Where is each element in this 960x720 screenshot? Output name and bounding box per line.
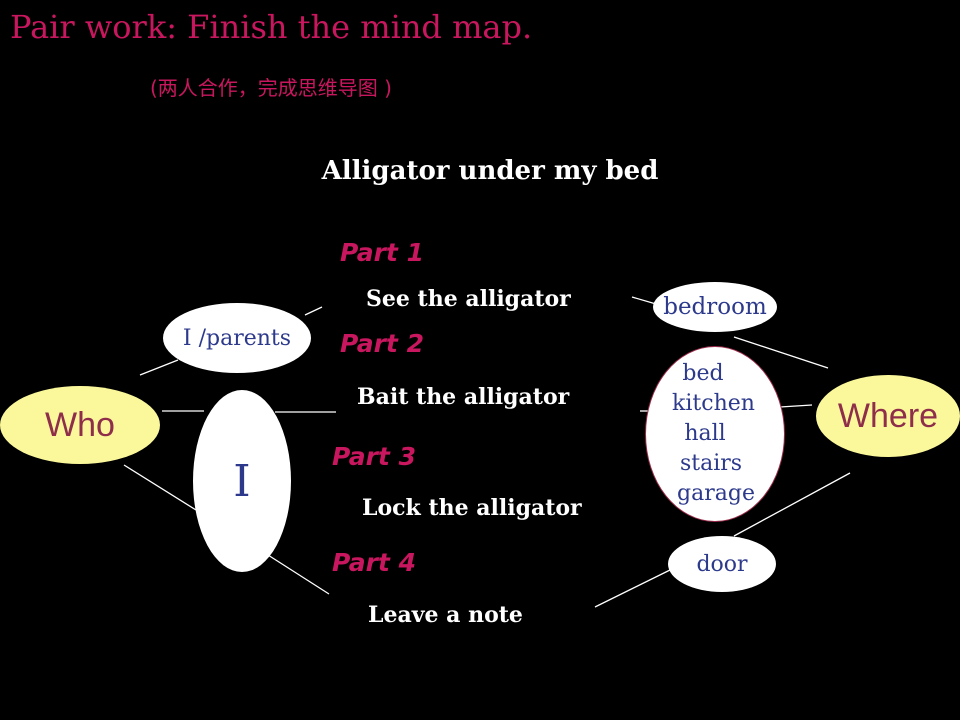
connector-part1-bedroom [631,296,657,305]
part-3-label: Part 3 [332,442,416,471]
part-4-action: Leave a note [368,602,523,628]
part-1-label: Part 1 [340,238,424,267]
connector-who-i-lower [123,464,197,511]
slide-subtitle: (两人合作，完成思维导图 ) [150,76,392,100]
connector-part4-door [594,569,671,608]
place-item: bed [682,361,724,386]
who-label: Who [45,405,115,444]
i-label: I [233,455,251,507]
connector-places-where [779,404,813,408]
who-node: Who [0,386,160,464]
part-2-action: Bait the alligator [357,384,570,410]
parents-node: I /parents [163,303,311,373]
place-item: garage [677,481,755,506]
connector-bedroom-where [733,336,829,369]
part-3-action: Lock the alligator [362,495,582,521]
place-item: kitchen [672,391,755,416]
part-1-action: See the alligator [366,286,571,312]
places-node: bed kitchen hall stairs garage [645,346,785,522]
door-label: door [696,551,748,577]
bedroom-node: bedroom [653,282,777,332]
where-label: Where [837,396,939,435]
place-item: stairs [679,451,743,476]
slide-title: Pair work: Finish the mind map. [10,8,533,46]
part-2-label: Part 2 [340,329,424,358]
parents-label: I /parents [182,325,292,351]
where-node: Where [816,375,960,457]
connector-parents-part1 [304,306,323,316]
connector-i-part4 [267,554,330,595]
mind-map-heading: Alligator under my bed [321,156,659,186]
bedroom-label: bedroom [663,294,767,320]
door-node: door [668,536,776,592]
i-node: I [193,390,291,572]
connector-door-where [733,472,851,537]
connector-who-parents [139,359,179,376]
place-item: hall [684,421,726,446]
part-4-label: Part 4 [332,548,416,577]
